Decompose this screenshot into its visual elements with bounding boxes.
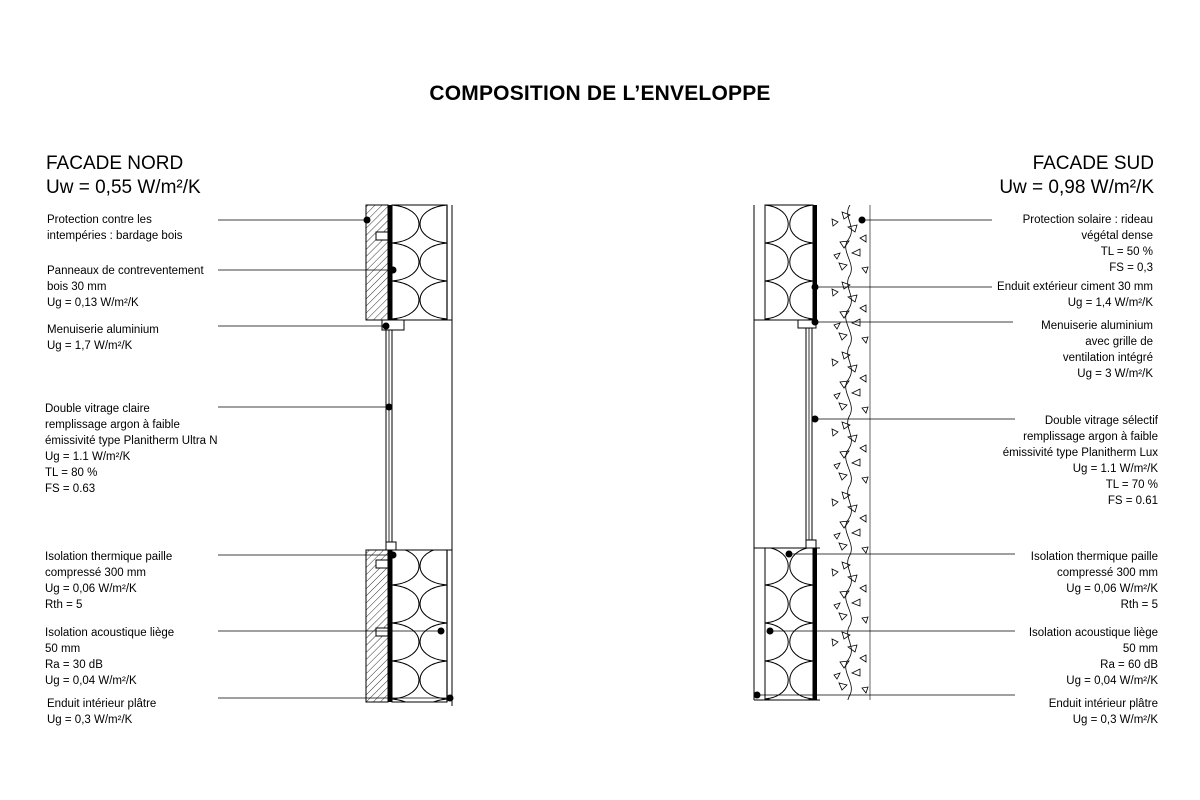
label-line: Ug = 0,13 W/m²/K: [47, 297, 139, 309]
north-straw-insulation-upper: [391, 204, 448, 321]
label-line: Ug = 0,06 W/m²/K: [1066, 583, 1158, 595]
label-line: Ug = 1,4 W/m²/K: [1067, 297, 1153, 309]
north-facade-uw: Uw = 0,55 W/m²/K: [46, 177, 201, 198]
south-label-joinery: Menuiserie aluminium avec grille de vent…: [1041, 318, 1153, 382]
label-line: 50 mm: [45, 643, 81, 655]
label-line: émissivité type Planitherm Ultra N: [45, 435, 218, 447]
north-label-cork-insulation: Isolation acoustique liège 50 mm Ra = 30…: [45, 625, 174, 689]
label-line: Menuiserie aluminium: [1041, 320, 1153, 332]
south-vegetal-curtain: [820, 205, 880, 700]
label-line: compressé 300 mm: [1057, 567, 1158, 579]
south-leader-dots: [753, 216, 866, 699]
north-cladding-lower: [365, 549, 389, 703]
north-label-glazing: Double vitrage claire remplissage argon …: [45, 401, 218, 497]
label-line: remplissage argon à faible: [1023, 431, 1158, 443]
label-line: Enduit extérieur ciment 30 mm: [997, 281, 1153, 293]
label-line: Ug = 1.1 W/m²/K: [1072, 463, 1158, 475]
label-line: Ug = 0,04 W/m²/K: [1066, 675, 1158, 687]
south-leader-lines: [757, 219, 1015, 696]
north-label-bracing-panels: Panneaux de contreventement bois 30 mm U…: [47, 263, 204, 311]
label-line: Panneaux de contreventement: [47, 265, 204, 277]
north-window-head-frame: [381, 319, 405, 331]
label-line: Isolation thermique paille: [1030, 551, 1158, 563]
label-line: TL = 70 %: [1105, 479, 1158, 491]
label-line: Protection solaire : rideau: [1022, 214, 1153, 226]
label-line: Isolation thermique paille: [45, 551, 173, 563]
north-wall-section: [365, 204, 453, 706]
north-facade-title: FACADE NORD: [46, 153, 184, 174]
north-label-protection: Protection contre les intempéries : bard…: [47, 212, 183, 244]
south-window-sill-frame: [805, 539, 817, 549]
label-line: FS = 0.61: [1107, 495, 1158, 507]
south-label-solar-protection: Protection solaire : rideau végétal dens…: [1023, 212, 1153, 276]
label-line: Isolation acoustique liège: [1028, 627, 1158, 639]
label-line: remplissage argon à faible: [45, 419, 180, 431]
label-line: Ug = 3 W/m²/K: [1077, 368, 1153, 380]
label-line: Ra = 60 dB: [1100, 659, 1158, 671]
label-line: végétal dense: [1081, 230, 1153, 242]
label-line: Double vitrage sélectif: [1044, 415, 1158, 427]
label-line: Rth = 5: [1120, 599, 1158, 611]
north-straw-insulation-lower: [391, 549, 448, 703]
label-line: Protection contre les: [47, 214, 152, 226]
south-cement-render-upper: [813, 205, 817, 320]
label-line: émissivité type Planitherm Lux: [1002, 447, 1158, 459]
label-line: bois 30 mm: [47, 281, 107, 293]
label-line: Enduit intérieur plâtre: [1048, 698, 1158, 710]
north-label-straw-insulation: Isolation thermique paille compressé 300…: [45, 549, 172, 613]
south-straw-insulation-lower: [764, 547, 814, 701]
north-label-plaster: Enduit intérieur plâtre Ug = 0,3 W/m²/K: [47, 696, 156, 728]
south-label-straw-insulation: Isolation thermique paille compressé 300…: [1031, 549, 1158, 613]
label-line: avec grille de: [1085, 336, 1153, 348]
south-facade-title: FACADE SUD: [1032, 153, 1154, 174]
label-line: Enduit intérieur plâtre: [47, 698, 157, 710]
south-facade-heading: FACADE SUD Uw = 0,98 W/m²/K: [999, 152, 1154, 200]
label-line: Ug = 1.1 W/m²/K: [45, 451, 131, 463]
label-line: intempéries : bardage bois: [47, 230, 183, 242]
label-line: Ug = 0,3 W/m²/K: [47, 714, 133, 726]
north-bracing-panel-lower: [388, 550, 392, 702]
south-straw-insulation-upper: [764, 204, 814, 321]
label-line: FS = 0.63: [45, 483, 96, 495]
label-line: Ug = 0,3 W/m²/K: [1072, 714, 1158, 726]
label-line: Isolation acoustique liège: [45, 627, 175, 639]
label-line: Ug = 0,04 W/m²/K: [45, 675, 137, 687]
north-bracing-panel-upper: [388, 205, 392, 320]
south-label-cork-insulation: Isolation acoustique liège 50 mm Ra = 60…: [1029, 625, 1158, 689]
label-line: Rth = 5: [45, 599, 83, 611]
north-batten: [375, 231, 389, 241]
south-label-cement-render: Enduit extérieur ciment 30 mm Ug = 1,4 W…: [997, 279, 1153, 311]
south-facade-uw: Uw = 0,98 W/m²/K: [999, 177, 1154, 198]
south-wall-section: [753, 204, 880, 701]
north-leader-lines: [218, 219, 450, 699]
south-label-plaster: Enduit intérieur plâtre Ug = 0,3 W/m²/K: [1049, 696, 1158, 728]
label-line: Ra = 30 dB: [45, 659, 103, 671]
label-line: TL = 50 %: [1100, 246, 1153, 258]
label-line: 50 mm: [1122, 643, 1158, 655]
label-line: compressé 300 mm: [45, 567, 146, 579]
north-leader-dots: [363, 216, 454, 702]
label-line: Ug = 1,7 W/m²/K: [47, 340, 133, 352]
north-facade-heading: FACADE NORD Uw = 0,55 W/m²/K: [46, 152, 201, 200]
north-window-sill-frame: [385, 541, 397, 551]
south-label-glazing: Double vitrage sélectif remplissage argo…: [1003, 413, 1158, 509]
north-label-joinery: Menuiserie aluminium Ug = 1,7 W/m²/K: [47, 322, 159, 354]
label-line: Ug = 0,06 W/m²/K: [45, 583, 137, 595]
label-line: TL = 80 %: [45, 467, 98, 479]
diagram-title: COMPOSITION DE L’ENVELOPPE: [429, 82, 771, 105]
label-line: Double vitrage claire: [45, 403, 150, 415]
label-line: Menuiserie aluminium: [47, 324, 159, 336]
label-line: ventilation intégré: [1062, 352, 1153, 364]
label-line: FS = 0,3: [1109, 262, 1153, 274]
south-cement-render-lower: [813, 548, 817, 700]
